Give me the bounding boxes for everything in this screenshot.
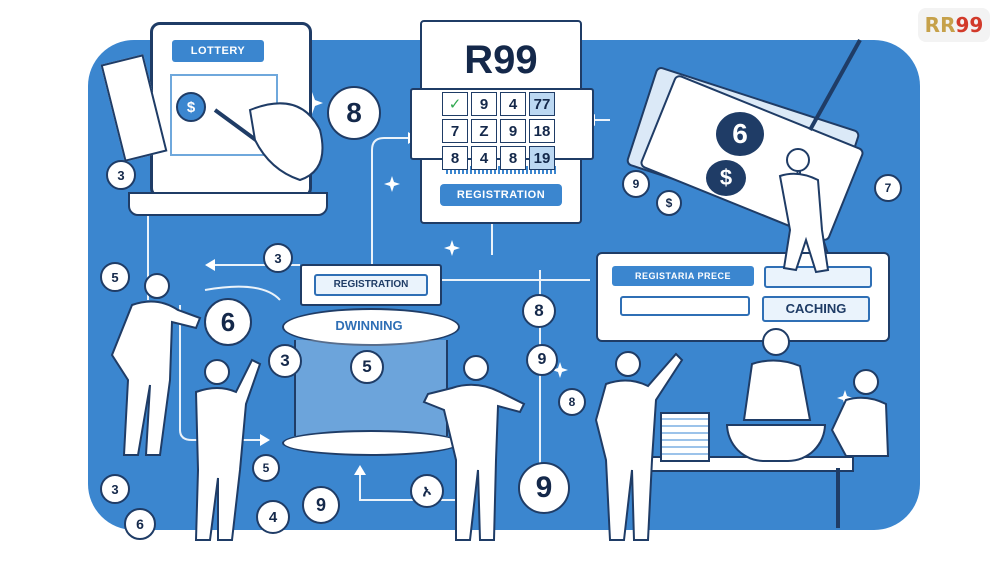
grid-cell[interactable]: Z (471, 119, 497, 143)
grid-cell[interactable]: 8 (442, 146, 468, 170)
grid-cell[interactable]: 9 (471, 92, 497, 116)
arrow-head-bottom (354, 465, 366, 475)
logo-text-rr: RR (924, 13, 956, 37)
laptop-keyboard (128, 192, 328, 216)
form-text-field[interactable] (620, 296, 750, 316)
grid-cell[interactable]: 8 (500, 146, 526, 170)
number-coin: 8 (327, 86, 381, 140)
cash-stack (660, 412, 710, 462)
number-coin: 7 (874, 174, 902, 202)
ticket-barcode (446, 166, 558, 174)
number-coin: 8 (522, 294, 556, 328)
number-coin: 6 (124, 508, 156, 540)
number-coin: 6 (204, 298, 252, 346)
drum-top (282, 308, 460, 346)
grid-cell[interactable]: ✓ (442, 92, 468, 116)
number-coin: 3 (263, 243, 293, 273)
arrow-curve (204, 285, 281, 301)
logo-text-99: 99 (955, 13, 984, 37)
arrow-head-left (205, 259, 215, 271)
ticket-title: R99 (464, 38, 538, 82)
dollar-icon: $ (176, 92, 206, 122)
grid-cell[interactable]: 4 (471, 146, 497, 170)
number-coin: 5 (252, 454, 280, 482)
arrow-head-drum (260, 434, 270, 446)
number-coin: ኦ (410, 474, 444, 508)
grid-cell[interactable]: 19 (529, 146, 555, 170)
grid-cell[interactable]: 4 (500, 92, 526, 116)
form-input-field[interactable] (764, 266, 872, 288)
number-coin: 9 (526, 344, 558, 376)
number-coin: 3 (106, 160, 136, 190)
lottery-label: LOTTERY (172, 40, 264, 62)
number-coin: 9 (302, 486, 340, 524)
dollar-icon: $ (706, 160, 746, 196)
cashout-form: REGISTARIA PRECE CACHING (596, 252, 890, 342)
number-coin: 8 (558, 388, 586, 416)
drum-base (282, 430, 460, 456)
number-coin: 9 (622, 170, 650, 198)
grid-cell[interactable]: 18 (529, 119, 555, 143)
number-coin: 9 (518, 462, 570, 514)
number-coin: 3 (100, 474, 130, 504)
grid-cell[interactable]: 77 (529, 92, 555, 116)
registration-box: REGISTRATION (300, 264, 442, 306)
form-field-label: REGISTARIA PRECE (612, 266, 754, 286)
grid-cell[interactable]: 7 (442, 119, 468, 143)
banknote-symbol-icon: 6 (716, 112, 764, 156)
ticket-registration-button[interactable]: REGISTRATION (440, 184, 562, 206)
registration-label[interactable]: REGISTRATION (314, 274, 428, 296)
ticket-number-grid: ✓ 9 4 77 7 Z 9 18 8 4 8 19 (442, 92, 555, 170)
number-coin: 5 (100, 262, 130, 292)
dollar-icon: $ (656, 190, 682, 216)
number-coin: 4 (256, 500, 290, 534)
table-leg (836, 468, 840, 528)
arrow-to-ticket (371, 137, 412, 265)
grid-cell[interactable]: 9 (500, 119, 526, 143)
caching-button[interactable]: CACHING (762, 296, 870, 322)
number-coin: 3 (268, 344, 302, 378)
table-leg (644, 468, 648, 528)
drum-label: DWINNING (335, 318, 403, 333)
number-coin: 5 (350, 350, 384, 384)
